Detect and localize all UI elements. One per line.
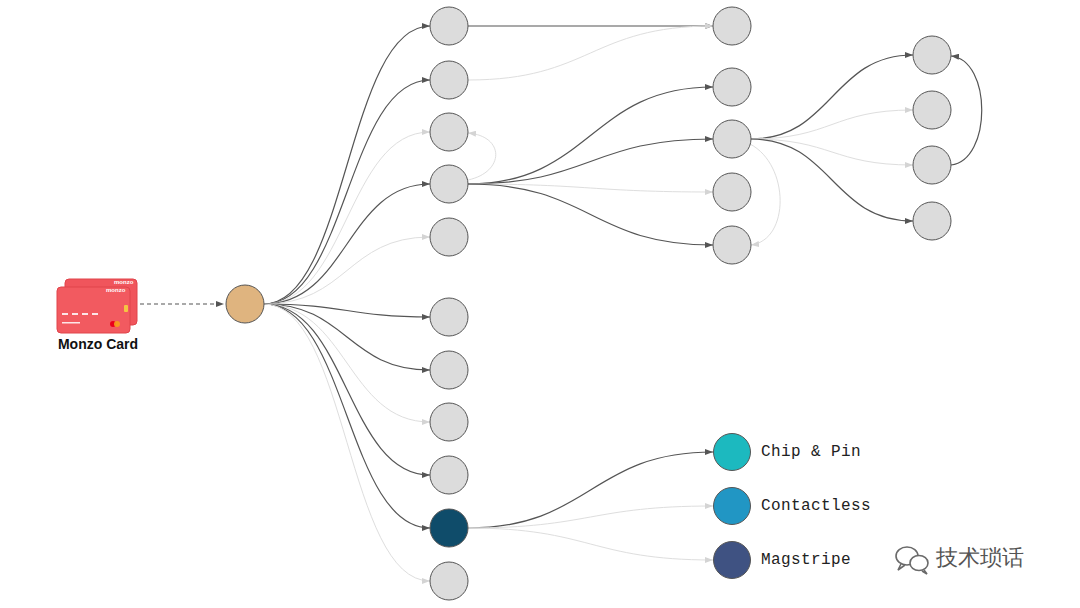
service-circle xyxy=(430,351,468,389)
payment-method-node: Chip & Pin xyxy=(713,433,866,471)
flow-curve xyxy=(468,528,713,560)
flow-curve xyxy=(751,55,913,139)
wechat-icon xyxy=(896,547,928,574)
card-caption: Monzo Card xyxy=(40,336,156,352)
service-circle xyxy=(430,165,468,203)
service-circle xyxy=(430,562,468,600)
dashed-arrow xyxy=(140,303,224,304)
flow-curve xyxy=(264,80,430,304)
flow-curve xyxy=(468,452,713,528)
method-circle xyxy=(713,433,751,471)
flow-curve xyxy=(468,87,713,184)
card-front xyxy=(57,287,130,333)
method-circle-shape xyxy=(714,434,751,471)
card-brand-dot xyxy=(114,321,120,327)
method-label: Contactless xyxy=(761,497,871,515)
entry-circle xyxy=(226,285,264,323)
card-present-circle xyxy=(430,509,468,547)
service-circle xyxy=(430,113,468,151)
flow-curve xyxy=(264,184,430,304)
service-circle xyxy=(913,36,951,74)
flow-curve xyxy=(468,139,713,184)
flow-curve xyxy=(264,237,430,304)
service-circle xyxy=(430,7,468,45)
card-logo: monzo xyxy=(106,287,125,294)
flow-curve xyxy=(264,304,430,581)
flow-curve xyxy=(468,506,713,528)
flow-curve xyxy=(264,304,430,528)
payment-method-node: Contactless xyxy=(713,487,876,525)
method-circle-shape xyxy=(714,488,751,525)
flow-curve xyxy=(468,26,713,80)
flow-curve xyxy=(264,26,430,304)
service-circle xyxy=(430,218,468,256)
flow-curve xyxy=(751,139,913,165)
card-node: Monzo Card xyxy=(40,336,156,352)
card-illustration xyxy=(57,279,137,333)
service-circle xyxy=(713,226,751,264)
service-circle xyxy=(713,173,751,211)
method-label: Chip & Pin xyxy=(761,443,861,461)
service-circle xyxy=(713,120,751,158)
flow-curve xyxy=(264,132,430,304)
service-circle xyxy=(713,7,751,45)
loop-curve xyxy=(951,56,982,165)
method-circle-shape xyxy=(714,542,751,579)
flow-curve xyxy=(468,25,713,26)
service-circle xyxy=(913,146,951,184)
watermark: 技术琐话 xyxy=(936,546,1024,570)
method-circle xyxy=(713,487,751,525)
method-circle xyxy=(713,541,751,579)
loop-curve xyxy=(750,144,780,245)
method-label: Magstripe xyxy=(761,551,851,569)
card-chip xyxy=(124,305,128,312)
service-circle xyxy=(430,456,468,494)
flow-curve xyxy=(264,304,430,422)
flow-curve xyxy=(751,139,913,221)
service-circle xyxy=(913,91,951,129)
payment-method-node: Magstripe xyxy=(713,541,856,579)
flow-curve xyxy=(468,184,713,245)
service-circle xyxy=(913,202,951,240)
card-number-dots xyxy=(62,313,98,324)
graph-circles xyxy=(226,7,951,600)
flow-curve xyxy=(468,184,713,192)
service-circle xyxy=(430,298,468,336)
graph-curves xyxy=(264,26,982,581)
service-circle xyxy=(430,61,468,99)
service-circle xyxy=(430,403,468,441)
flow-curve xyxy=(751,110,913,139)
card-logo: monzo xyxy=(114,279,133,286)
flow-curve xyxy=(264,304,430,475)
service-circle xyxy=(713,68,751,106)
loop-curve xyxy=(468,133,496,180)
